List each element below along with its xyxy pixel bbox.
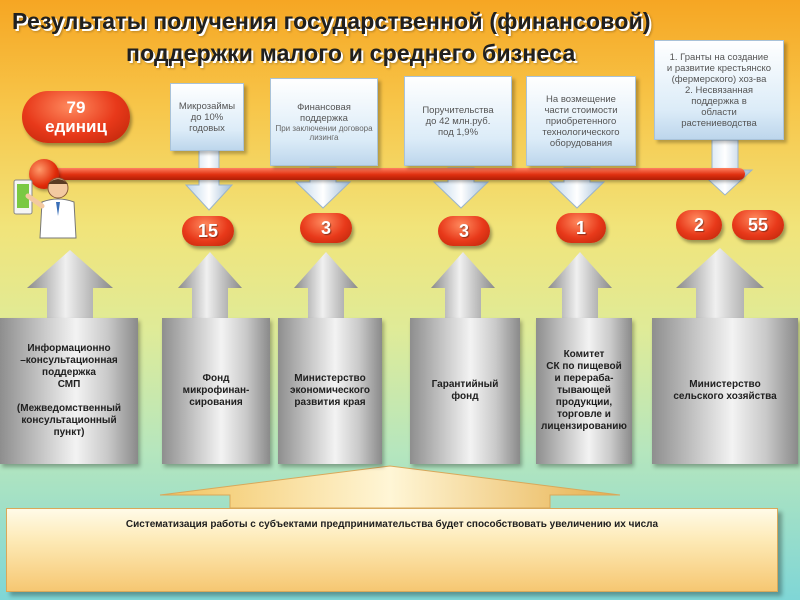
callout-line: поддержка в bbox=[691, 95, 747, 107]
callout-line: Финансовая bbox=[297, 102, 351, 113]
count-badge-guarantee: 3 bbox=[438, 216, 490, 246]
pillar-label: Фонд микрофинан- сирования bbox=[182, 373, 250, 408]
callout-line: технологического bbox=[542, 126, 620, 138]
callout-line: под 1,9% bbox=[437, 126, 479, 138]
pillar-food-committee: Комитет СК по пищевой и перераба- тывающ… bbox=[536, 318, 632, 464]
up-arrow bbox=[431, 252, 495, 318]
callout-line: до 10% bbox=[190, 111, 224, 123]
pillar-consulting: Информационно –консультационная поддержк… bbox=[0, 318, 138, 464]
callout-line: 2. Несвязанная bbox=[684, 84, 754, 96]
up-arrow bbox=[676, 248, 764, 318]
count-badge-economy: 3 bbox=[300, 213, 352, 243]
total-number: 79 bbox=[66, 98, 86, 117]
pillar-agriculture-ministry: Министерство сельского хозяйства bbox=[652, 318, 798, 464]
count-badge-agriculture-2: 55 bbox=[732, 210, 784, 240]
down-arrow bbox=[184, 149, 234, 211]
callout-line: На возмещение bbox=[546, 93, 616, 105]
up-arrow bbox=[294, 252, 358, 318]
callout-line: оборудования bbox=[549, 137, 613, 149]
title-line-2: поддержки малого и среднего бизнеса bbox=[126, 40, 576, 66]
pillar-label: Министерство сельского хозяйства bbox=[673, 379, 777, 402]
pillar-label: Комитет СК по пищевой и перераба- тывающ… bbox=[541, 349, 627, 432]
timeline-bar bbox=[40, 168, 745, 180]
count-badge-committee: 1 bbox=[556, 213, 606, 243]
count-badge-microfinance: 15 bbox=[182, 216, 234, 246]
callout-line: растениеводства bbox=[681, 117, 757, 129]
pillar-label: Министерство экономического развития кра… bbox=[290, 373, 370, 408]
callout-line: годовых bbox=[189, 122, 225, 134]
count-badge-agriculture-1: 2 bbox=[676, 210, 722, 240]
callout-line: части стоимости bbox=[544, 104, 618, 116]
pillar-guarantee-fund: Гарантийный фонд bbox=[410, 318, 520, 464]
callout-line: и развитие крестьянско bbox=[666, 62, 772, 74]
callout-line: до 42 млн.руб. bbox=[425, 115, 491, 127]
conclusion-text: Систематизация работы с субъектами предп… bbox=[125, 519, 659, 530]
callout-line: приобретенного bbox=[545, 115, 617, 127]
callout-equipment: На возмещение части стоимости приобретен… bbox=[526, 76, 636, 166]
callout-line: 1. Гранты на создание bbox=[669, 51, 769, 63]
callout-grants: 1. Гранты на создание и развитие крестья… bbox=[654, 40, 784, 140]
callout-line: Поручительства bbox=[422, 104, 494, 116]
title-line-1: Результаты получения государственной (фи… bbox=[12, 8, 651, 34]
up-arrow bbox=[548, 252, 612, 318]
callout-line: поддержка bbox=[300, 113, 348, 124]
callout-line: Микрозаймы bbox=[178, 100, 236, 112]
callout-guarantee: Поручительства до 42 млн.руб. под 1,9% bbox=[404, 76, 512, 166]
up-arrow bbox=[27, 250, 113, 318]
pillar-economy-ministry: Министерство экономического развития кра… bbox=[278, 318, 382, 464]
presenter-figure-icon bbox=[13, 177, 77, 239]
pillar-label: Информационно –консультационная поддержк… bbox=[16, 343, 122, 438]
callout-leasing: Финансовая поддержка При заключении дого… bbox=[270, 78, 378, 166]
up-arrow bbox=[178, 252, 242, 318]
callout-microloans: Микрозаймы до 10% годовых bbox=[170, 83, 244, 151]
conclusion-box: Систематизация работы с субъектами предп… bbox=[6, 508, 778, 592]
callout-subtext: При заключении договора лизинга bbox=[275, 124, 373, 142]
pillar-microfinance-fund: Фонд микрофинан- сирования bbox=[162, 318, 270, 464]
pillar-label: Гарантийный фонд bbox=[431, 379, 499, 402]
total-unit: единиц bbox=[45, 117, 107, 136]
bottom-up-arrow bbox=[159, 465, 621, 509]
callout-line: (фермерского) хоз-ва bbox=[671, 73, 767, 85]
total-units-badge: 79 единиц bbox=[22, 91, 130, 143]
callout-line: области bbox=[701, 106, 737, 118]
